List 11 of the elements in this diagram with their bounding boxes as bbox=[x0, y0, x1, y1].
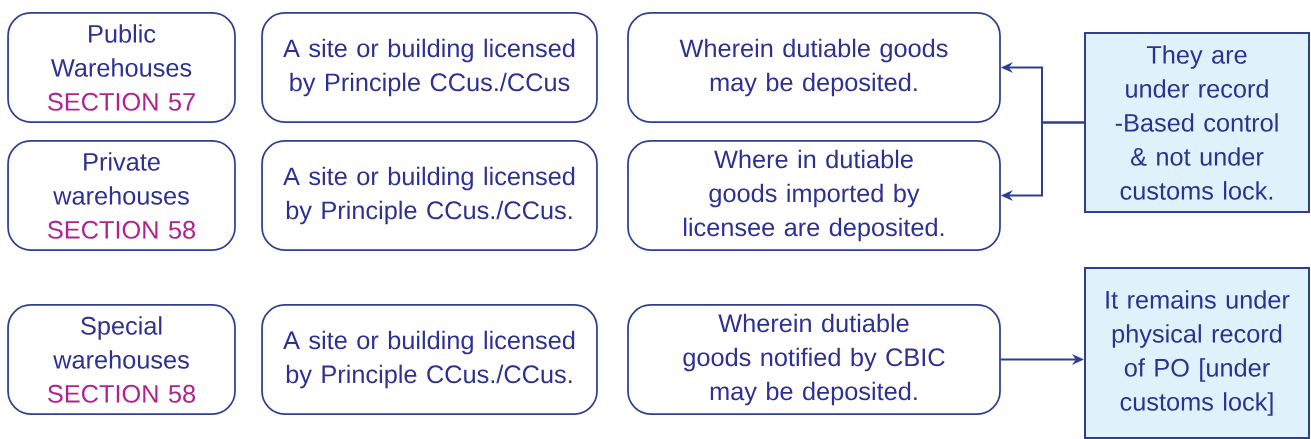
note-box: They are under record -Based control & not under customs lock. bbox=[1084, 32, 1310, 213]
rounded-box: Public Warehouses SECTION 57 bbox=[7, 12, 236, 123]
note-box: It remains under physical record of PO [under customs lock] bbox=[1084, 267, 1310, 439]
rounded-box: Private warehouses SECTION 58 bbox=[7, 140, 236, 251]
rounded-box: Where in dutiable goods imported by licensee are deposited. bbox=[627, 140, 1001, 251]
rounded-box: Wherein dutiable goods notified by CBIC may be deposited. bbox=[627, 304, 1001, 415]
rounded-box: Wherein dutiable goods may be deposited. bbox=[627, 12, 1001, 123]
rounded-box: A site or building licensed by Principle CCus./CCus. bbox=[261, 140, 598, 251]
rounded-box: A site or building licensed by Principle CCus./CCus. bbox=[261, 304, 598, 415]
rounded-box: Special warehouses SECTION 58 bbox=[7, 304, 236, 415]
rounded-box: A site or building licensed by Principle CCus./CCus bbox=[261, 12, 598, 123]
